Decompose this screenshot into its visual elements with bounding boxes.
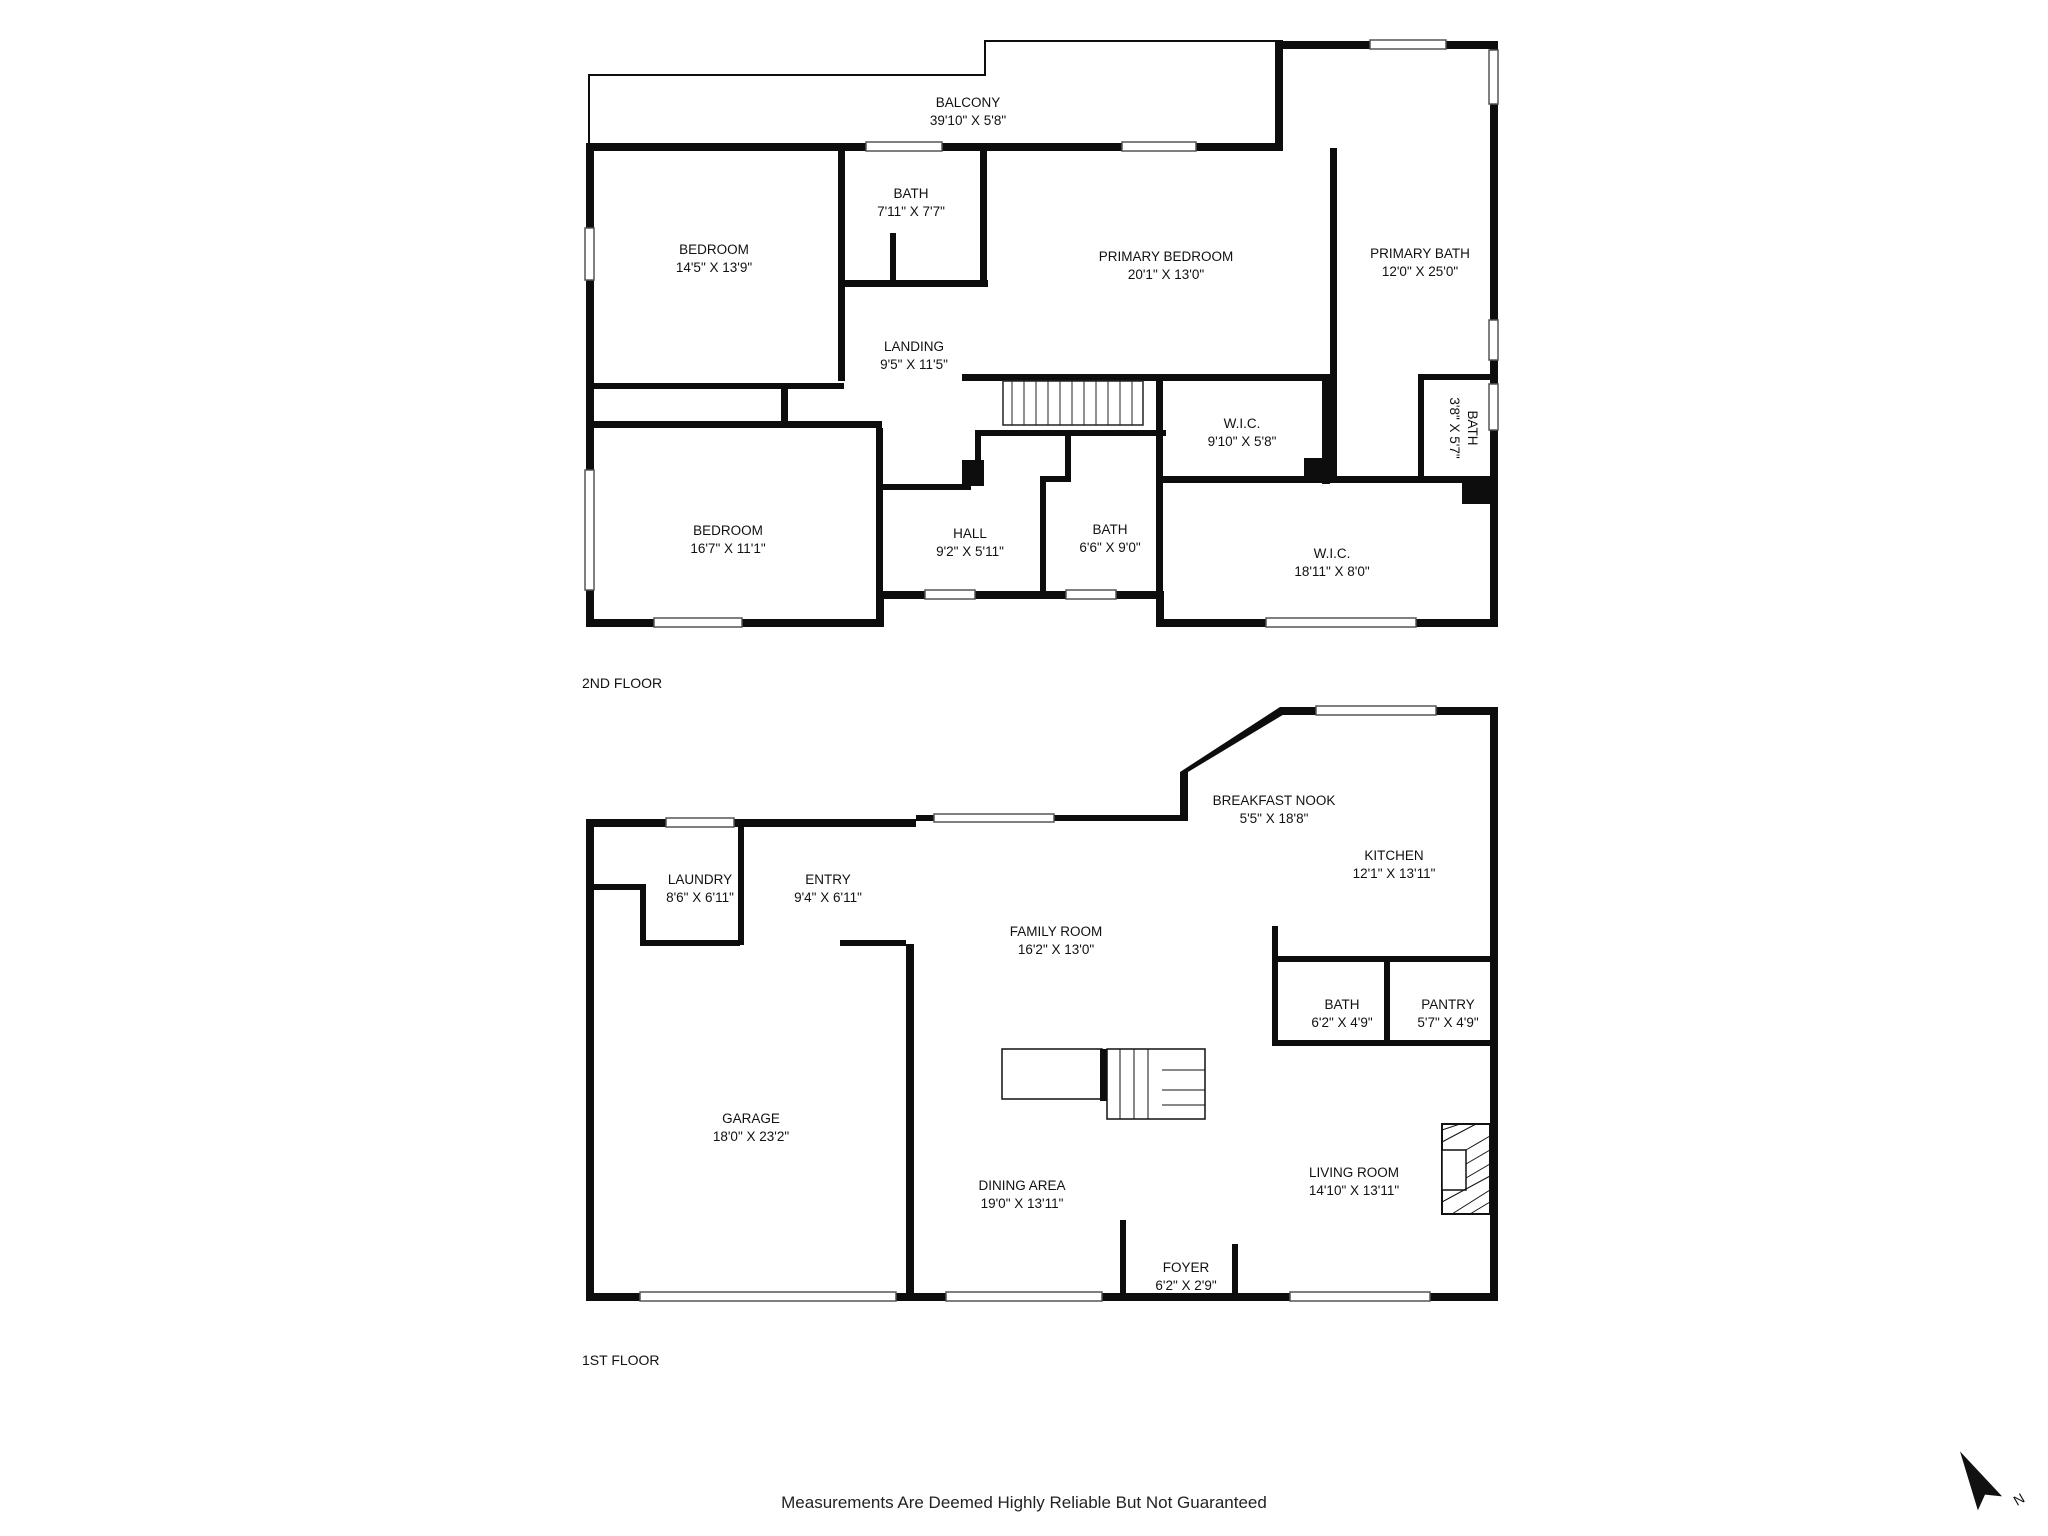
- room-primary-bedroom: PRIMARY BEDROOM 20'1" X 13'0": [1099, 249, 1234, 282]
- room-dimensions: 19'0" X 13'11": [981, 1196, 1064, 1211]
- room-name: BEDROOM: [679, 242, 749, 257]
- room-dimensions: 16'2" X 13'0": [1018, 942, 1095, 957]
- room-name: BATH: [1092, 522, 1127, 537]
- room-dining-area: DINING AREA 19'0" X 13'11": [978, 1178, 1065, 1211]
- room-bath-small: BATH 3'8" X 5'7": [1447, 397, 1480, 458]
- room-dimensions: 18'11" X 8'0": [1294, 564, 1369, 579]
- room-dimensions: 7'11" X 7'7": [877, 204, 945, 219]
- room-dimensions: 6'6" X 9'0": [1079, 540, 1140, 555]
- room-name: W.I.C.: [1224, 416, 1261, 431]
- room-hall: HALL 9'2" X 5'11": [936, 526, 1004, 559]
- room-name: DINING AREA: [978, 1178, 1065, 1193]
- room-balcony: BALCONY 39'10" X 5'8": [930, 95, 1007, 128]
- room-kitchen: KITCHEN 12'1" X 13'11": [1353, 848, 1436, 881]
- room-dimensions: 9'4" X 6'11": [794, 890, 862, 905]
- room-wic-small: W.I.C. 9'10" X 5'8": [1208, 416, 1277, 449]
- room-pantry: PANTRY 5'7" X 4'9": [1417, 997, 1478, 1030]
- room-bedroom-north: BEDROOM 14'5" X 13'9": [676, 242, 753, 275]
- room-name: W.I.C.: [1314, 546, 1351, 561]
- room-name: PRIMARY BATH: [1370, 246, 1470, 261]
- room-name: BATH: [1324, 997, 1359, 1012]
- first-floor-windows: [639, 705, 1437, 1302]
- room-garage: GARAGE 18'0" X 23'2": [713, 1111, 790, 1144]
- room-name: BATH: [893, 186, 928, 201]
- room-dimensions: 20'1" X 13'0": [1128, 267, 1205, 282]
- room-dimensions: 9'10" X 5'8": [1208, 434, 1277, 449]
- room-living-room: LIVING ROOM 14'10" X 13'11": [1309, 1165, 1400, 1198]
- room-dimensions: 12'1" X 13'11": [1353, 866, 1436, 881]
- second-floor-windows: [584, 39, 1499, 628]
- balcony-railing: [588, 40, 1283, 143]
- room-dimensions: 18'0" X 23'2": [713, 1129, 790, 1144]
- room-name: LANDING: [884, 339, 944, 354]
- room-name: FOYER: [1163, 1260, 1210, 1275]
- room-family-room: FAMILY ROOM 16'2" X 13'0": [1010, 924, 1103, 957]
- room-bath-mid: BATH 6'6" X 9'0": [1079, 522, 1140, 555]
- room-landing: LANDING 9'5" X 11'5": [880, 339, 948, 372]
- room-breakfast-nook: BREAKFAST NOOK 5'5" X 18'8": [1213, 793, 1336, 826]
- room-dimensions: 9'2" X 5'11": [936, 544, 1004, 559]
- room-dimensions: 5'7" X 4'9": [1417, 1015, 1478, 1030]
- second-floor-label: 2ND FLOOR: [582, 675, 663, 691]
- room-dimensions: 39'10" X 5'8": [930, 113, 1007, 128]
- room-entry: ENTRY 9'4" X 6'11": [794, 872, 862, 905]
- room-name: FAMILY ROOM: [1010, 924, 1103, 939]
- room-primary-bath: PRIMARY BATH 12'0" X 25'0": [1370, 246, 1470, 279]
- first-floor-plan: BREAKFAST NOOK 5'5" X 18'8" KITCHEN 12'1…: [586, 705, 1498, 1302]
- room-laundry: LAUNDRY 8'6" X 6'11": [666, 872, 734, 905]
- room-name: LIVING ROOM: [1309, 1165, 1399, 1180]
- room-bath-top: BATH 7'11" X 7'7": [877, 186, 945, 219]
- room-dimensions: 6'2" X 2'9": [1155, 1278, 1216, 1293]
- fireplace: [1441, 1123, 1491, 1215]
- compass-icon: N: [1960, 1451, 2027, 1511]
- room-dimensions: 14'10" X 13'11": [1309, 1183, 1400, 1198]
- room-wic-large: W.I.C. 18'11" X 8'0": [1294, 546, 1369, 579]
- room-name: BATH: [1465, 410, 1480, 445]
- second-floor-plan: BALCONY 39'10" X 5'8" BEDROOM 14'5" X 13…: [584, 39, 1499, 628]
- room-dimensions: 16'7" X 11'1": [690, 541, 765, 556]
- room-dimensions: 5'5" X 18'8": [1240, 811, 1309, 826]
- first-floor-label: 1ST FLOOR: [582, 1352, 660, 1368]
- second-floor-walls: [586, 41, 1498, 627]
- disclaimer: Measurements Are Deemed Highly Reliable …: [781, 1493, 1267, 1512]
- room-dimensions: 6'2" X 4'9": [1311, 1015, 1372, 1030]
- room-name: PRIMARY BEDROOM: [1099, 249, 1234, 264]
- room-bath: BATH 6'2" X 4'9": [1311, 997, 1372, 1030]
- room-name: GARAGE: [722, 1111, 780, 1126]
- room-dimensions: 14'5" X 13'9": [676, 260, 753, 275]
- room-foyer: FOYER 6'2" X 2'9": [1155, 1260, 1216, 1293]
- room-name: KITCHEN: [1364, 848, 1423, 863]
- room-bedroom-south: BEDROOM 16'7" X 11'1": [690, 523, 765, 556]
- room-name: PANTRY: [1421, 997, 1475, 1012]
- first-floor-stairs: [1001, 1048, 1206, 1120]
- room-name: BEDROOM: [693, 523, 763, 538]
- room-name: BREAKFAST NOOK: [1213, 793, 1336, 808]
- second-floor-stairs: [1002, 380, 1144, 426]
- room-dimensions: 3'8" X 5'7": [1447, 397, 1462, 458]
- room-name: ENTRY: [805, 872, 851, 887]
- room-dimensions: 12'0" X 25'0": [1382, 264, 1459, 279]
- room-dimensions: 9'5" X 11'5": [880, 357, 948, 372]
- room-name: HALL: [953, 526, 987, 541]
- first-floor-walls: [586, 707, 1498, 1301]
- room-dimensions: 8'6" X 6'11": [666, 890, 734, 905]
- room-name: LAUNDRY: [668, 872, 732, 887]
- room-name: BALCONY: [936, 95, 1001, 110]
